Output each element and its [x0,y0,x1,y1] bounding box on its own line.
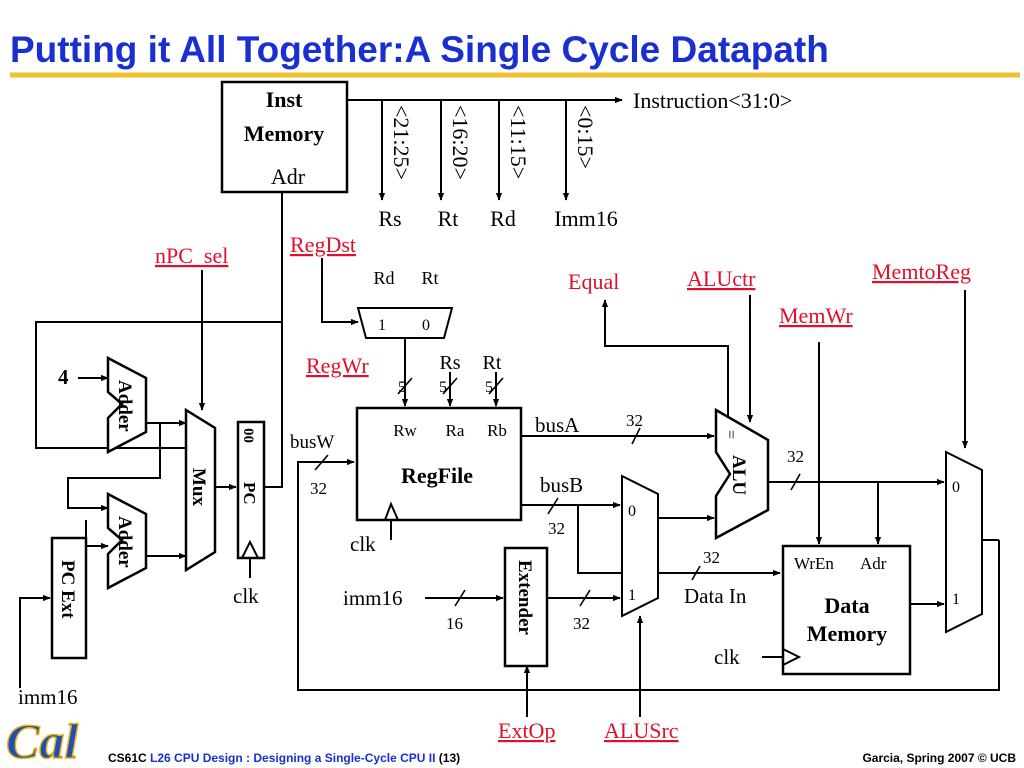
imm16-width-out: 32 [573,614,590,633]
alusrc-mux [621,474,659,618]
regfile-block [355,406,523,522]
npc-sel-signal: nPC_sel [155,243,228,268]
regfile-w5-b: 5 [439,379,447,396]
pc-ext-block [50,536,88,660]
field-21-25: <21:25> [389,105,414,180]
data-in-label: Data In [684,584,747,608]
cal-logo-text: Cal [6,713,78,768]
field-16-20: <16:20> [448,105,473,180]
memtoreg-in1: 1 [952,591,960,608]
pc-bits: 00 [240,428,256,443]
regwr-signal: RegWr [306,353,369,378]
alu-eq: = [722,430,739,439]
aluctr-signal: ALUctr [687,266,756,291]
regdst-signal: RegDst [290,232,356,257]
busa-label: busA [535,413,580,437]
extender-label: Extender [514,560,535,636]
adder-bottom [106,491,148,591]
busw-label: busW [290,432,334,453]
pc-mux [184,407,217,573]
adder-bottom-label: Adder [114,516,135,568]
regfile-rb: Rb [487,421,507,440]
imm16-label: imm16 [343,586,403,610]
wires [19,96,1000,717]
footer-course: CS61C L26 CPU Design : Designing a Singl… [108,751,460,765]
data-memory-adr: Adr [860,554,887,573]
data-memory-block [781,544,912,676]
regdst-in-rt: Rt [421,268,438,288]
memtoreg-mux [945,450,983,634]
inst-memory-label-2: Memory [244,121,325,146]
regfile-rw: Rw [393,421,417,440]
data-memory-label-2: Memory [807,621,888,646]
equal-signal: Equal [568,269,619,294]
alusrc-in0: 0 [628,503,636,520]
field-11-15: <11:15> [506,105,531,179]
field-rs: Rs [378,206,401,231]
pc-clk: clk [233,584,259,608]
adder-top-label: Adder [114,380,135,432]
extop-signal: ExtOp [498,718,555,743]
data-memory-clk: clk [714,645,740,669]
bus-width-slashes [314,377,801,607]
instruction-bus-label: Instruction<31:0> [633,88,792,113]
adder-top [106,355,148,455]
constant-four: 4 [58,365,69,389]
data-in-width: 32 [703,548,720,567]
footer-right: Garcia, Spring 2007 © UCB [862,751,1016,765]
alusrc-signal: ALUSrc [604,718,679,743]
extender-block [503,546,549,668]
alusrc-in1: 1 [628,587,636,604]
imm16-bottom-label: imm16 [18,685,78,709]
inst-memory-label: Inst [266,87,303,112]
regfile-rt-in: Rt [483,352,502,374]
data-memory-label: Data [824,593,869,618]
field-imm16: Imm16 [554,206,618,231]
mux-label: Mux [188,468,209,507]
regdst-in-rd: Rd [373,268,394,288]
busb-width: 32 [548,519,565,538]
cal-logo: Cal [5,712,79,768]
alu-width: 32 [787,447,804,466]
memtoreg-in0: 0 [952,479,960,496]
slide-title: Putting it All Together:A Single Cycle D… [10,29,829,70]
alu-block [714,407,770,541]
field-rt: Rt [438,206,459,231]
regfile-w5-c: 5 [485,379,493,396]
busb-label: busB [540,473,583,497]
inst-memory-block [220,80,349,194]
memwr-signal: MemWr [779,303,853,328]
regdst-sel-0: 0 [422,317,430,334]
regfile-w5-a: 5 [398,379,406,396]
inst-memory-adr: Adr [271,164,306,189]
pc-ext-label: PC Ext [57,560,78,619]
imm16-width-in: 16 [446,614,463,633]
regfile-clk: clk [350,532,376,556]
regdst-sel-1: 1 [378,317,386,334]
field-rd: Rd [490,206,516,231]
pc-register [236,420,266,560]
regfile-name: RegFile [401,463,473,488]
busa-width: 32 [626,411,643,430]
regfile-ra: Ra [446,421,465,440]
regdst-mux [356,307,454,339]
regfile-rs-in: Rs [439,352,460,374]
memtoreg-signal: MemtoReg [872,259,971,284]
pc-label: PC [240,482,259,505]
data-memory-wren: WrEn [794,554,834,573]
alu-label: ALU [728,455,749,495]
busw-width: 32 [310,479,327,498]
field-0-15: <0:15> [573,105,598,169]
